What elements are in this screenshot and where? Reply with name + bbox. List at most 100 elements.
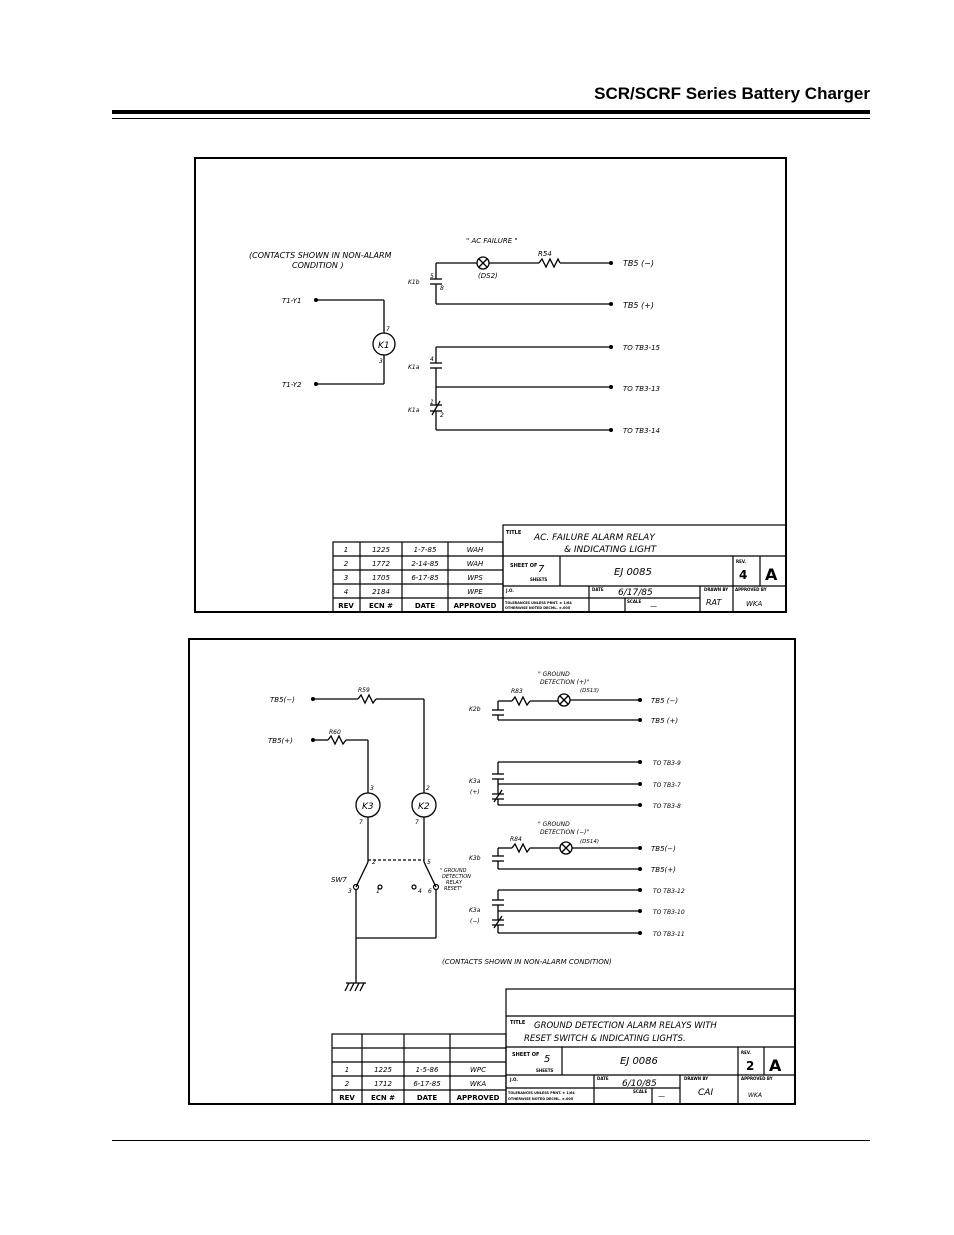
sheet-of-tag: SHEET OF: [510, 563, 537, 569]
rev-tag: REV.: [741, 1050, 751, 1055]
switch-label-line1: " GROUND: [440, 868, 467, 874]
resistor-r60-label: R60: [329, 729, 341, 736]
rev-table-header: APPROVED: [457, 1094, 500, 1102]
jo-tag: J.O.: [509, 1077, 518, 1082]
switch-pin-2-label: 2: [372, 859, 376, 866]
output-tb3-10-label: TO TB3-10: [653, 909, 685, 916]
drawing-size: A: [769, 1056, 782, 1075]
contact-k3a-neg-sign: (−): [470, 918, 480, 925]
rev-table-header: APPROVED: [454, 602, 497, 610]
rev-table-cell: WPS: [467, 574, 483, 582]
contact-k3a-neg-label: K3a: [469, 907, 481, 914]
pin-2-label: 2: [440, 412, 444, 419]
input-tb5-pos-label: TB5(+): [268, 737, 293, 745]
output-tb3-15-label: TO TB3-15: [623, 344, 661, 352]
rev-table-cell: WPC: [470, 1066, 486, 1074]
drawing-number: EJ 0086: [620, 1056, 658, 1067]
rev-table-cell: 6-17-85: [411, 574, 439, 582]
sheet-number: 5: [544, 1054, 550, 1065]
date-tag: DATE: [597, 1076, 609, 1081]
scale-value: —: [650, 602, 657, 610]
output-tb5-neg-label: TB5 (−): [651, 697, 678, 705]
rev-table-cell: WPE: [467, 588, 483, 596]
output-tb5-pos-2-label: TB5(+): [651, 866, 676, 874]
revision-number: 4: [739, 568, 747, 582]
tolerance-line2: OTHERWISE NOTED DECML. ±.005: [505, 606, 571, 610]
rev-table-cell: WAH: [467, 546, 484, 554]
switch-pin-1-label: 1: [376, 888, 380, 895]
pin-1-label: 1: [430, 399, 434, 406]
rev-tag: REV.: [736, 559, 746, 564]
resistor-r83-label: R83: [511, 688, 523, 695]
contact-k3a-pos-label: K3a: [469, 778, 481, 785]
output-tb3-14-label: TO TB3-14: [623, 427, 660, 435]
lamp-ds2-label: (DS2): [478, 272, 498, 280]
output-tb3-12-label: TO TB3-12: [653, 888, 685, 895]
pin-2-label: 2: [426, 785, 430, 792]
pin-3-label: 3: [379, 358, 383, 365]
schematic-sheet-ground-detection: TB5(−) TB5(+) R59 R60 R83 R84 K3 K2 3 2 …: [188, 638, 796, 1105]
revision-number: 2: [746, 1059, 754, 1073]
switch-pin-6-label: 6: [428, 888, 432, 895]
rev-table-cell: 1712: [374, 1080, 392, 1088]
drawing-size: A: [765, 565, 778, 584]
sheets-tag: SHEETS: [530, 577, 547, 582]
sheets-tag: SHEETS: [536, 1068, 553, 1073]
resistor-r54-label: R54: [538, 250, 552, 258]
lamp-ds13-label-line1: " GROUND: [538, 671, 570, 678]
switch-pin-4-label: 4: [418, 888, 422, 895]
scale-tag: SCALE: [627, 599, 641, 604]
drawn-by: RAT: [706, 598, 722, 607]
input-tb5-neg-label: TB5(−): [270, 696, 295, 704]
contact-k1a-nc-label: K1a: [408, 407, 420, 414]
rev-table-header: ECN #: [369, 602, 393, 610]
pin-5-label: 5: [430, 273, 434, 280]
rev-table-header: DATE: [417, 1094, 437, 1102]
output-tb3-11-label: TO TB3-11: [653, 931, 685, 938]
pin-7-label: 7: [359, 819, 363, 826]
rev-table-header: ECN #: [371, 1094, 395, 1102]
pin-3-label: 3: [370, 785, 374, 792]
output-tb3-9-label: TO TB3-9: [653, 760, 681, 767]
date-tag: DATE: [592, 587, 604, 592]
approved-by-tag: APPROVED BY: [735, 587, 767, 592]
resistor-r84-label: R84: [510, 836, 522, 843]
output-tb5-neg-label: TB5 (−): [623, 259, 654, 268]
input-t1-y2-label: T1-Y2: [282, 381, 302, 389]
drawn-by: CAI: [698, 1088, 713, 1098]
rev-table-cell: 4: [344, 588, 348, 596]
scale-tag: SCALE: [633, 1089, 647, 1094]
sheet-of-tag: SHEET OF: [512, 1052, 539, 1058]
drawing-date: 6/17/85: [618, 588, 653, 598]
rev-table-cell: 1705: [372, 574, 390, 582]
contacts-note-line1: (CONTACTS SHOWN IN NON-ALARM: [249, 251, 392, 260]
page-header-title: SCR/SCRF Series Battery Charger: [594, 84, 870, 103]
drawing-date: 6/10/85: [622, 1079, 657, 1089]
rev-table-cell: WKA: [470, 1080, 487, 1088]
rev-table-header: REV: [338, 602, 354, 610]
output-tb3-8-label: TO TB3-8: [653, 803, 681, 810]
lamp-ds13-id: (DS13): [580, 688, 599, 694]
output-tb3-7-label: TO TB3-7: [653, 782, 681, 789]
switch-pin-5-label: 5: [427, 859, 431, 866]
rev-table-cell: 6-17-85: [413, 1080, 441, 1088]
header-rule-thick: [112, 110, 870, 114]
output-tb5-neg-2-label: TB5(−): [651, 845, 676, 853]
pin-7-label: 7: [386, 326, 390, 333]
rev-table-cell: 1: [344, 546, 348, 554]
approved-by-tag: APPROVED BY: [741, 1076, 773, 1081]
jo-tag: J.O.: [505, 588, 514, 593]
switch-pin-3-label: 3: [348, 888, 352, 895]
sheet-number: 7: [538, 564, 545, 575]
pin-8-label: 8: [440, 285, 444, 292]
footer-rule: [112, 1140, 870, 1141]
lamp-ds14-id: (DS14): [580, 839, 599, 845]
switch-label-line4: RESET": [444, 886, 462, 892]
tolerance-line1: TOLERANCES UNLESS PRNT. ± 1/64: [505, 601, 572, 605]
rev-table-cell: 2184: [372, 588, 390, 596]
title-tag: TITLE: [510, 1020, 526, 1026]
contact-k3a-pos-sign: (+): [470, 789, 480, 796]
rev-table-cell: 1-7-85: [414, 546, 437, 554]
